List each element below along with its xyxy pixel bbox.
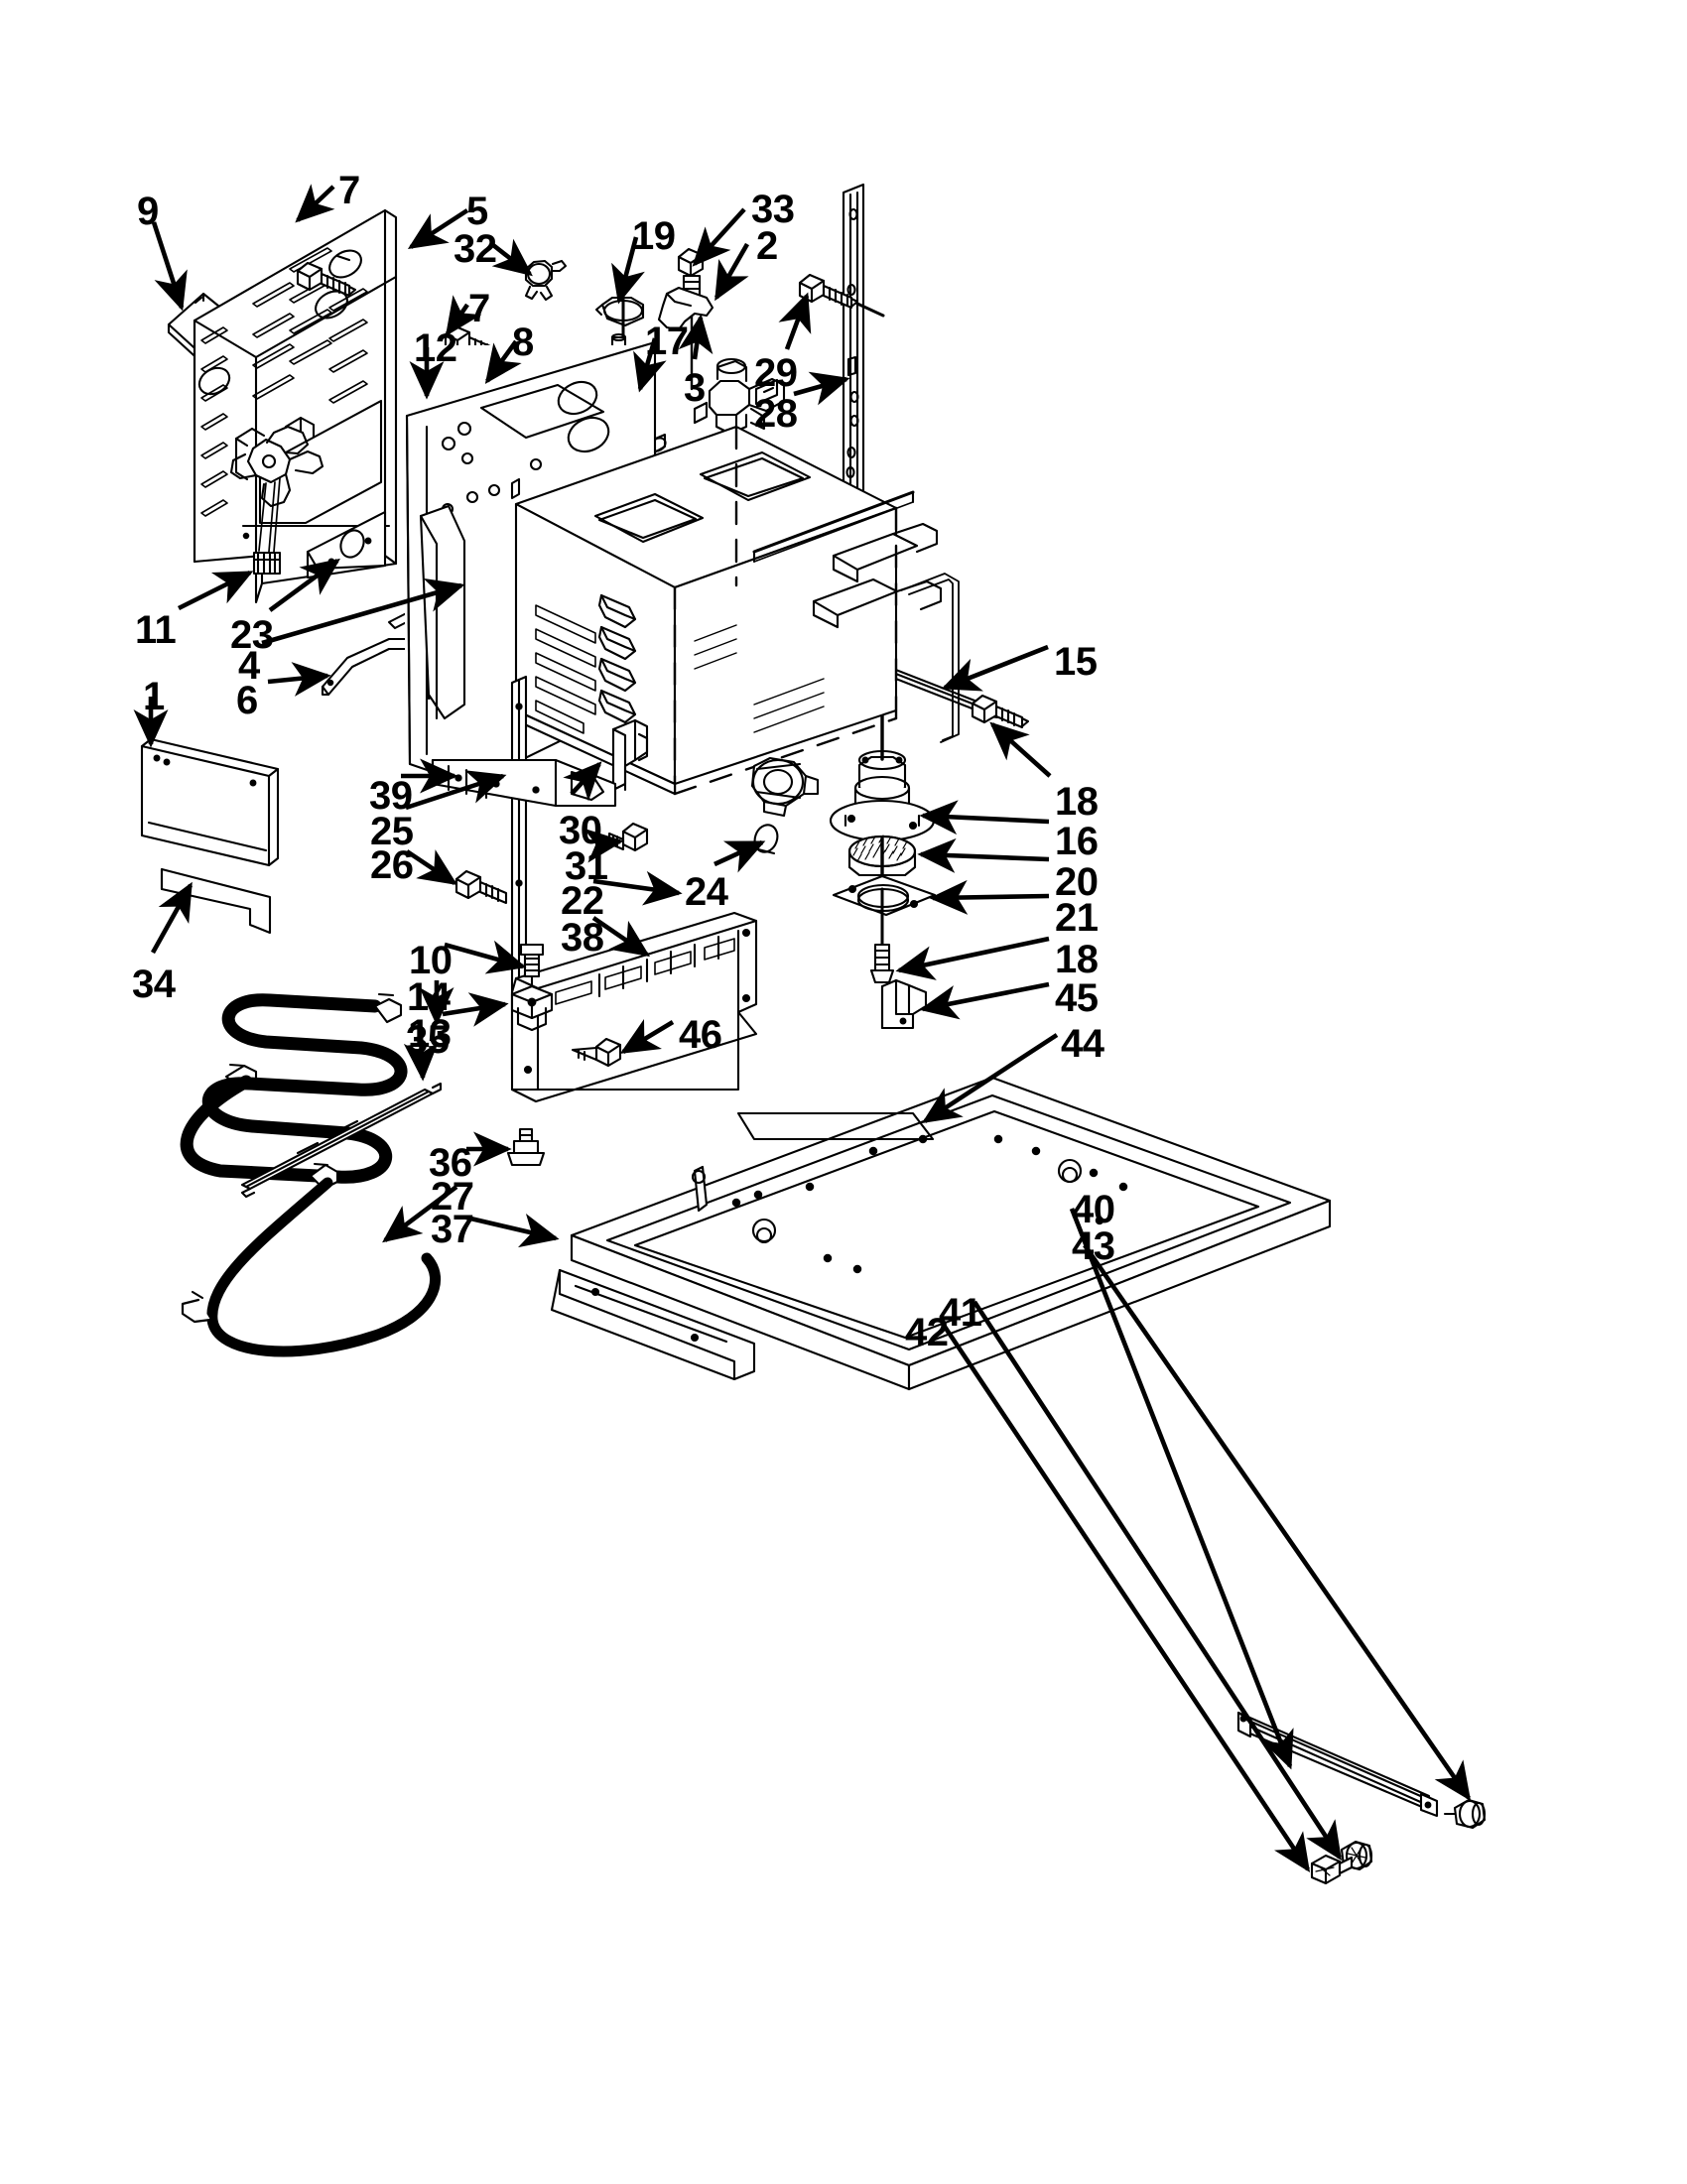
callout-22[interactable]: 22 xyxy=(561,879,604,923)
callout-42[interactable]: 42 xyxy=(905,1311,949,1354)
part-1-rear-access-panel xyxy=(140,737,280,867)
callout-1[interactable]: 1 xyxy=(143,675,165,718)
part-42-screw xyxy=(1310,1854,1354,1885)
callout-45[interactable]: 45 xyxy=(1055,976,1099,1020)
callout-18-upper[interactable]: 18 xyxy=(1055,780,1099,824)
callout-32[interactable]: 32 xyxy=(454,227,497,271)
part-24-oven-light-socket xyxy=(753,824,779,855)
part-18-screw-upper xyxy=(971,694,1030,729)
callout-41[interactable]: 41 xyxy=(939,1291,982,1335)
callout-27[interactable]: 27 xyxy=(431,1175,474,1219)
callout-19[interactable]: 19 xyxy=(632,214,676,258)
callout-33[interactable]: 33 xyxy=(751,188,795,231)
part-36-leveling-leg xyxy=(506,1127,546,1167)
callout-15[interactable]: 15 xyxy=(1054,640,1098,684)
callout-24[interactable]: 24 xyxy=(685,870,728,914)
part-30-hinge-receptacle xyxy=(611,718,649,792)
part-34-rear-lower-trim xyxy=(160,867,272,935)
part-26-screw xyxy=(454,869,508,905)
callout-35[interactable]: 35 xyxy=(406,1018,450,1062)
callout-34[interactable]: 34 xyxy=(132,963,176,1006)
callout-12[interactable]: 12 xyxy=(414,326,457,370)
callout-25[interactable]: 25 xyxy=(370,810,414,853)
callout-20[interactable]: 20 xyxy=(1055,860,1099,904)
callout-6[interactable]: 6 xyxy=(236,679,258,722)
callout-39[interactable]: 39 xyxy=(369,774,413,818)
oven-cavity-main-body xyxy=(405,340,960,801)
callout-29[interactable]: 29 xyxy=(754,351,798,395)
callout-28[interactable]: 28 xyxy=(754,392,798,436)
callout-3[interactable]: 3 xyxy=(684,366,706,410)
callout-18-lower[interactable]: 18 xyxy=(1055,938,1099,981)
callout-21[interactable]: 21 xyxy=(1055,896,1099,940)
callout-36[interactable]: 36 xyxy=(429,1141,472,1185)
part-19-vent-collar xyxy=(594,281,645,367)
callout-30[interactable]: 30 xyxy=(559,809,602,852)
callout-37[interactable]: 37 xyxy=(431,1208,474,1251)
callout-26[interactable]: 26 xyxy=(370,843,414,887)
part-46-screw xyxy=(571,1037,622,1068)
callout-16[interactable]: 16 xyxy=(1055,820,1099,863)
callout-4[interactable]: 4 xyxy=(238,644,260,688)
callout-9[interactable]: 9 xyxy=(137,190,159,233)
callout-43[interactable]: 43 xyxy=(1072,1224,1115,1268)
part-45-corner-bracket xyxy=(880,978,928,1030)
part-11-convection-fan-motor xyxy=(229,416,324,576)
part-43-roller-wheel xyxy=(1443,1798,1487,1830)
callout-10[interactable]: 10 xyxy=(409,939,453,982)
callout-13[interactable]: 13 xyxy=(408,1012,452,1056)
callout-46[interactable]: 46 xyxy=(679,1013,722,1057)
part-40-drawer-glide xyxy=(1236,1711,1439,1818)
callout-40[interactable]: 40 xyxy=(1072,1188,1115,1231)
part-16-blower-motor xyxy=(829,693,936,842)
callout-2[interactable]: 2 xyxy=(756,224,778,268)
callout-38[interactable]: 38 xyxy=(561,916,604,960)
callout-7-b[interactable]: 7 xyxy=(468,287,490,330)
part-13-terminal-bracket xyxy=(510,984,554,1032)
part-14-bake-element xyxy=(180,992,408,1184)
callout-7[interactable]: 7 xyxy=(338,169,360,212)
part-21-motor-gasket-plate xyxy=(832,874,937,947)
part-38-support-bracket xyxy=(510,911,758,1103)
part-32-strain-relief-clip xyxy=(509,259,568,302)
callout-23[interactable]: 23 xyxy=(230,613,274,657)
part-7-screw-upper xyxy=(296,261,357,298)
callout-44[interactable]: 44 xyxy=(1061,1022,1104,1066)
callout-14[interactable]: 14 xyxy=(407,975,451,1019)
part-22-convection-motor xyxy=(750,756,820,818)
part-29-screw xyxy=(798,273,885,318)
callout-5[interactable]: 5 xyxy=(466,190,488,233)
callout-17[interactable]: 17 xyxy=(645,320,689,363)
part-35-element-support-rod xyxy=(240,1082,443,1199)
part-18-screw-lower xyxy=(869,943,895,984)
part-28-side-rail xyxy=(842,183,865,572)
callout-8[interactable]: 8 xyxy=(512,321,534,364)
callout-11[interactable]: 11 xyxy=(135,608,177,652)
part-27-broil-element xyxy=(181,1162,441,1357)
part-31-screw xyxy=(607,822,649,852)
callout-31[interactable]: 31 xyxy=(565,844,608,888)
